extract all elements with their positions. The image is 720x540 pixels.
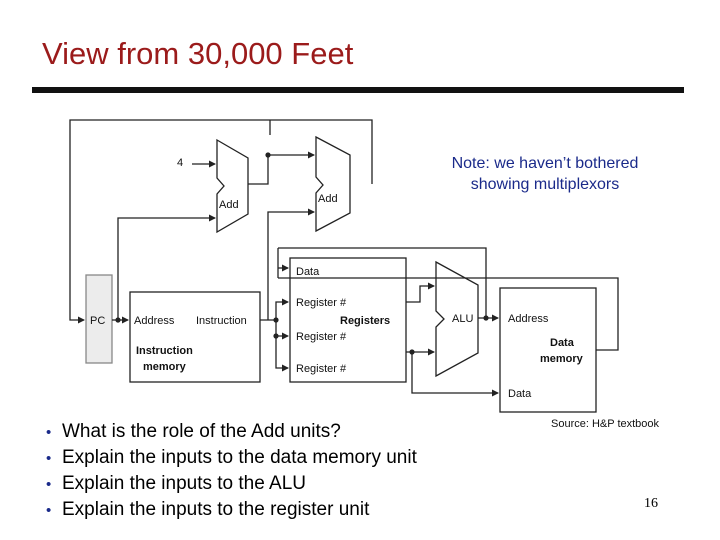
wire-pc-loop [69, 119, 373, 324]
wire-adder-top-out [248, 151, 315, 185]
page-number: 16 [644, 496, 658, 511]
list-item: • What is the role of the Add units? [46, 419, 417, 445]
imem-name-line2: memory [143, 361, 187, 373]
reg-data-label: Data [296, 266, 320, 278]
list-item: • Explain the inputs to the register unit [46, 497, 417, 523]
junction-dot [115, 317, 121, 323]
reg-port2-label: Register # [296, 331, 347, 343]
reg-port1-label: Register # [296, 297, 347, 309]
slide-title: View from 30,000 Feet [42, 36, 354, 71]
adder-branch [315, 135, 351, 233]
junction-dot [409, 349, 415, 355]
list-item: • Explain the inputs to the ALU [46, 471, 417, 497]
pc-register [85, 274, 113, 364]
title-divider [32, 87, 684, 93]
wire-writeback-loop [278, 277, 619, 351]
junction-dot [273, 333, 279, 339]
wire-pc-to-adder [117, 214, 216, 320]
pc-label: PC [90, 315, 105, 327]
junction-dot [483, 315, 489, 321]
alu-label: ALU [452, 313, 473, 325]
instruction-memory-box [129, 291, 261, 383]
question-list: • What is the role of the Add units? • Exp… [46, 419, 417, 523]
bullet-text: Explain the inputs to the register unit [62, 499, 370, 520]
multiplexor-note: Note: we haven’t bothered showing multip… [420, 153, 670, 195]
wire-reg-to-dmem [411, 352, 499, 397]
source-credit: Source: H&P textbook [551, 418, 660, 430]
bullet-icon: • [46, 424, 52, 441]
adder-top-label: Add [219, 199, 239, 211]
adder-branch-label: Add [318, 193, 338, 205]
wire-imem-to-branch [267, 208, 315, 320]
bullet-text: What is the role of the Add units? [62, 421, 341, 442]
alu-unit [435, 260, 479, 378]
wire-writeback-top [278, 247, 487, 266]
dmem-name-line1: Data [550, 337, 575, 349]
bullet-text: Explain the inputs to the data memory un… [62, 447, 417, 468]
reg-name-label: Registers [340, 315, 390, 327]
list-item: • Explain the inputs to the data memory u… [46, 445, 417, 471]
wire-regnum-3 [275, 336, 289, 372]
imem-instruction-label: Instruction [196, 315, 247, 327]
data-memory-box [499, 287, 597, 413]
note-line: Note: we haven’t bothered [451, 155, 639, 172]
wire-imem-out [260, 298, 289, 321]
bullet-icon: • [46, 476, 52, 493]
constant-four: 4 [177, 157, 183, 169]
bullet-icon: • [46, 450, 52, 467]
junction-dot [265, 152, 271, 158]
dmem-data-label: Data [508, 388, 532, 400]
imem-address-label: Address [134, 315, 175, 327]
wire-reg-to-alu-a [406, 282, 435, 303]
imem-name-line1: Instruction [136, 345, 193, 357]
bullet-text: Explain the inputs to the ALU [62, 473, 306, 494]
bullet-icon: • [46, 502, 52, 519]
junction-dot [273, 317, 279, 323]
dmem-address-label: Address [508, 313, 549, 325]
note-line: showing multiplexors [470, 176, 620, 193]
dmem-name-line2: memory [540, 353, 584, 365]
wire-regnum-2 [275, 320, 289, 340]
register-file-box [289, 257, 407, 383]
reg-port3-label: Register # [296, 363, 347, 375]
adder-top [216, 138, 249, 234]
